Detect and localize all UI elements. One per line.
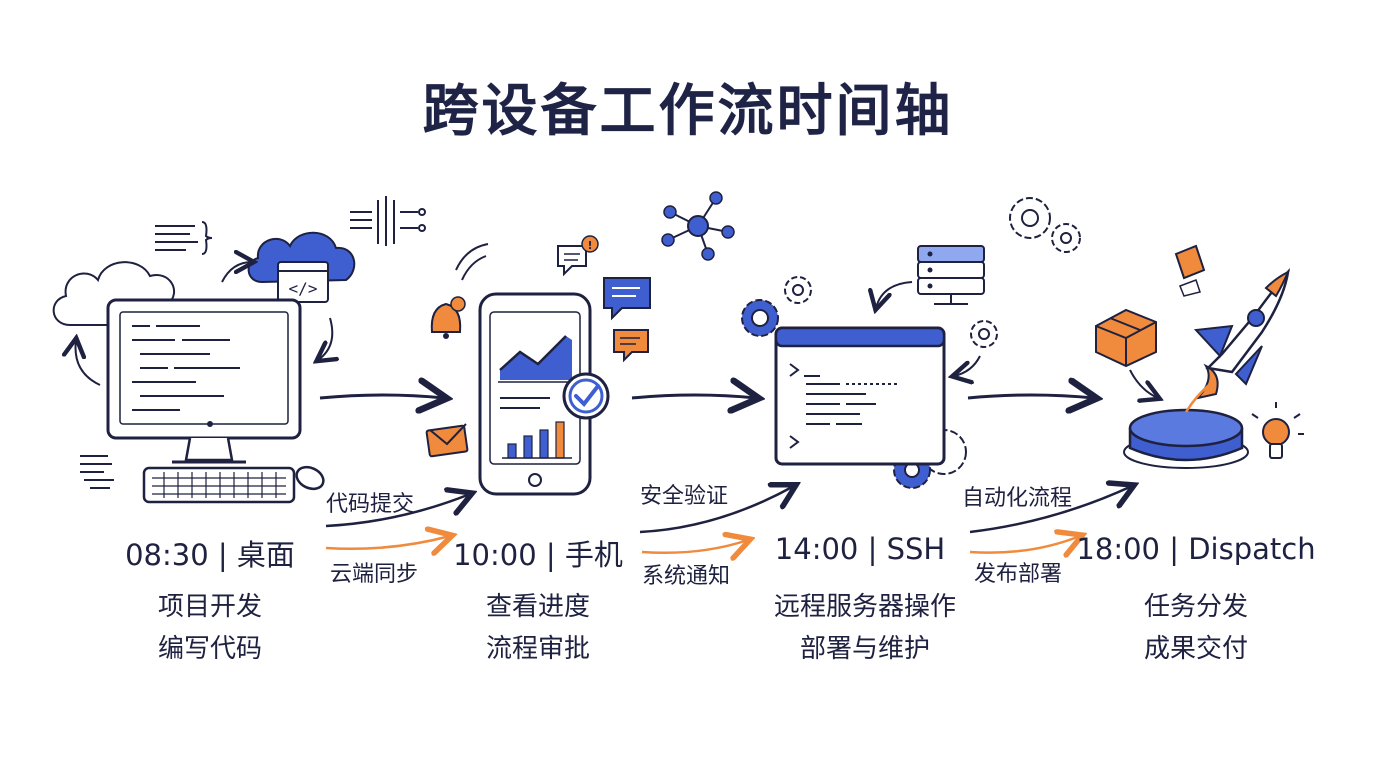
stage-description: 远程服务器操作 xyxy=(773,592,956,622)
server-icon xyxy=(917,245,985,305)
connection-arrow-icon xyxy=(954,355,981,376)
code-window-icon: </> xyxy=(247,231,356,303)
connector-label-top: 安全验证 xyxy=(640,484,729,509)
checkmark-icon xyxy=(562,372,610,420)
connector-arrow-top xyxy=(325,494,470,528)
connector-label-bottom: 系统通知 xyxy=(642,564,731,589)
sync-arrow-icon xyxy=(221,262,252,283)
code-snippet-icon xyxy=(155,221,213,255)
settings-dial-icon xyxy=(350,196,426,246)
flow-arrow xyxy=(319,395,444,398)
gear-icon xyxy=(970,320,998,348)
bar-chart-icon xyxy=(502,421,572,459)
connection-arrow-icon xyxy=(876,281,913,308)
connector-arrow-bottom xyxy=(641,540,748,553)
gear-icon xyxy=(1009,197,1081,253)
svg-text:!: ! xyxy=(587,239,592,252)
package-box-icon xyxy=(1095,308,1157,368)
chat-bubble-icon xyxy=(603,277,651,321)
drop-arrow-icon xyxy=(1129,369,1158,398)
sync-arrow-icon xyxy=(318,317,332,360)
desktop-computer-icon xyxy=(106,298,302,464)
page-title: 跨设备工作流时间轴 xyxy=(422,79,954,144)
line-chart-icon xyxy=(498,335,574,383)
launch-button-icon xyxy=(1123,408,1249,469)
sync-arrow-icon xyxy=(76,340,101,386)
keyboard-icon xyxy=(142,466,296,504)
stage-time-desktop: 08:30 | 桌面 xyxy=(125,538,295,572)
mouse-icon xyxy=(295,465,325,491)
email-icon xyxy=(425,423,469,458)
stage-time-dispatch: 18:00 | Dispatch xyxy=(1076,532,1316,566)
stage-description: 查看进度 xyxy=(485,592,590,622)
chat-bubble-icon xyxy=(613,329,649,363)
terminal-window-icon xyxy=(774,326,946,466)
connector-arrow-top xyxy=(639,486,794,534)
stage-description: 成果交付 xyxy=(1143,634,1248,664)
chat-bubble-icon: ! xyxy=(557,235,599,277)
flow-arrow xyxy=(631,395,756,398)
connector-arrow-bottom xyxy=(325,536,450,549)
svg-text:</>: </> xyxy=(289,279,318,298)
gear-icon xyxy=(741,299,779,337)
stage-description: 编写代码 xyxy=(157,634,262,664)
stage-description: 项目开发 xyxy=(157,592,262,622)
stage-time-phone: 10:00 | 手机 xyxy=(453,538,623,572)
text-lines-icon xyxy=(500,397,550,409)
lightbulb-icon xyxy=(1251,402,1304,459)
gear-icon xyxy=(784,276,812,304)
connector-label-top: 代码提交 xyxy=(326,492,415,517)
stage-description: 部署与维护 xyxy=(799,634,930,664)
flow-arrow xyxy=(967,395,1094,398)
signal-waves-icon xyxy=(455,243,489,281)
connector-arrow-bottom xyxy=(969,536,1080,553)
document-icon xyxy=(1174,244,1206,297)
network-node-icon xyxy=(661,191,735,261)
connector-label-bottom: 云端同步 xyxy=(330,562,419,587)
rocket-icon xyxy=(1184,267,1290,413)
notes-icon xyxy=(80,455,114,489)
bell-icon xyxy=(430,296,466,339)
stage-description: 任务分发 xyxy=(1143,592,1248,622)
connector-label-bottom: 发布部署 xyxy=(974,562,1063,587)
connector-arrow-top xyxy=(969,486,1132,534)
stage-description: 流程审批 xyxy=(485,634,590,664)
stage-time-ssh: 14:00 | SSH xyxy=(774,532,946,566)
connector-label-top: 自动化流程 xyxy=(962,486,1073,511)
